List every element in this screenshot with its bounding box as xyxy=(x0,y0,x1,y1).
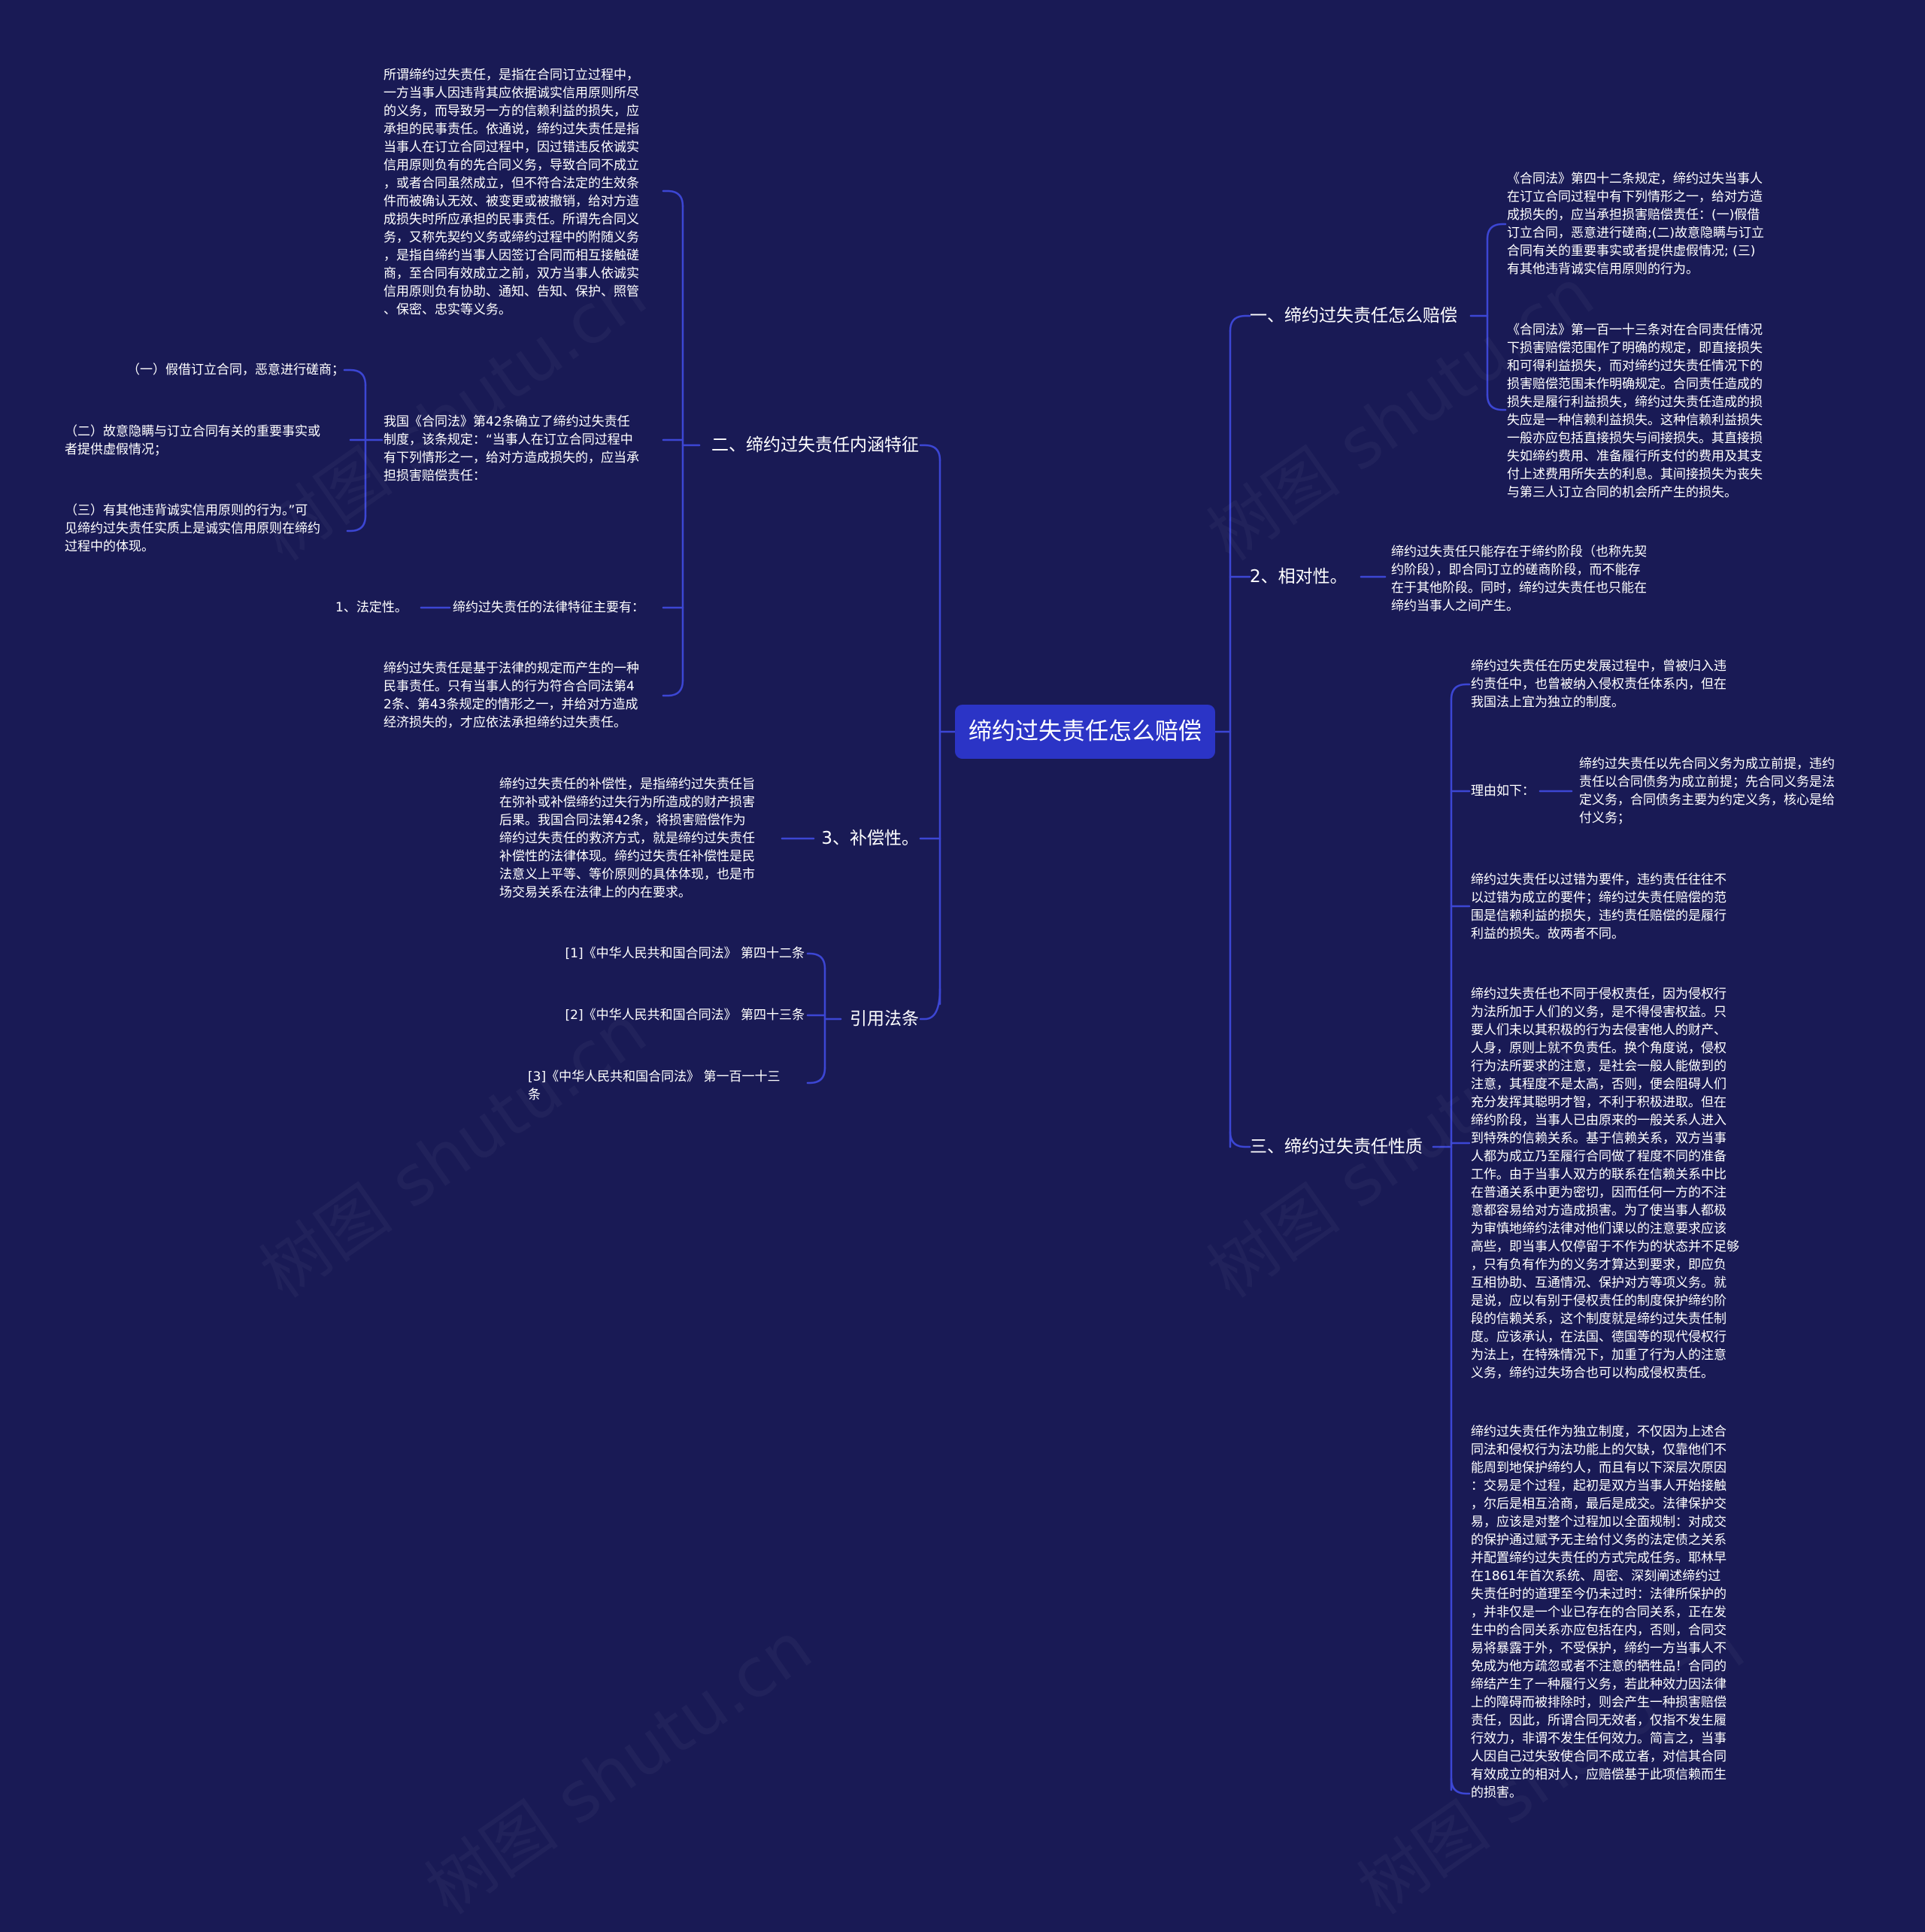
leaf-nature-history: 缔约过失责任在历史发展过程中，曾被归入违 约责任中，也曾被纳入侵权责任体系内，但… xyxy=(1471,659,1726,710)
leaf-citation-1[interactable]: [1]《中华人民共和国合同法》 第四十二条 xyxy=(565,946,805,961)
branch-compensatory[interactable]: 3、补偿性。 xyxy=(821,829,919,848)
branch-connotation[interactable]: 二、缔约过失责任内涵特征 xyxy=(711,435,919,455)
leaf-article-42: 《合同法》第四十二条规定，缔约过失当事人 在订立合同过程中有下列情形之一，给对方… xyxy=(1507,171,1764,277)
leaf-article-42-cn: 我国《合同法》第42条确立了缔约过失责任 制度，该条规定：“当事人在订立合同过程… xyxy=(383,414,639,484)
leaf-fault-requirement: 缔约过失责任以过错为要件，违约责任往往不 以过错为成立的要件；缔约过失责任赔偿的… xyxy=(1471,872,1726,942)
leaf-situation-3: （三）有其他违背诚实信用原则的行为。”可 见缔约过失责任实质上是诚实信用原则在缔… xyxy=(65,503,320,554)
leaf-reason-label[interactable]: 理由如下： xyxy=(1471,784,1535,799)
leaf-situation-1: （一）假借订立合同，恶意进行磋商； xyxy=(127,362,344,378)
leaf-compensatory-text: 缔约过失责任的补偿性，是指缔约过失责任旨 在弥补或补偿缔约过失行为所造成的财产损… xyxy=(499,777,755,900)
connector-lines xyxy=(343,190,1573,1795)
leaf-independent-system: 缔约过失责任作为独立制度，不仅因为上述合 同法和侵权行为法功能上的欠缺，仅靠他们… xyxy=(1471,1424,1726,1800)
leaf-statutory: 1、法定性。 xyxy=(335,600,408,615)
leaf-article-113: 《合同法》第一百一十三条对在合同责任情况 下损害赔偿范围作了明确的规定，即直接损… xyxy=(1507,323,1763,500)
branch-nature[interactable]: 三、缔约过失责任性质 xyxy=(1250,1137,1423,1157)
branch-cited-articles[interactable]: 引用法条 xyxy=(850,1009,919,1029)
branch-relativity[interactable]: 2、相对性。 xyxy=(1250,567,1348,587)
leaf-legal-features: 缔约过失责任的法律特征主要有： xyxy=(453,600,644,615)
leaf-citation-2[interactable]: [2]《中华人民共和国合同法》 第四十三条 xyxy=(565,1008,805,1023)
leaf-relativity-text: 缔约过失责任只能存在于缔约阶段（也称先契 约阶段），即合同订立的磋商阶段，而不能… xyxy=(1391,544,1647,614)
leaf-reason-text: 缔约过失责任以先合同义务为成立前提，违约 责任以合同债务为成立前提；先合同义务是… xyxy=(1579,757,1835,826)
leaf-statutory-text: 缔约过失责任是基于法律的规定而产生的一种 民事责任。只有当事人的行为符合合同法第… xyxy=(383,661,639,730)
leaf-tort-difference: 缔约过失责任也不同于侵权责任，因为侵权行 为法所加于人们的义务，是不得侵害权益。… xyxy=(1471,987,1739,1381)
branch-compensation-method[interactable]: 一、缔约过失责任怎么赔偿 xyxy=(1250,306,1457,326)
leaf-situation-2: （二）故意隐瞒与订立合同有关的重要事实或 者提供虚假情况； xyxy=(65,424,320,457)
leaf-definition: 所谓缔约过失责任，是指在合同订立过程中， 一方当事人因违背其应依据诚实信用原则所… xyxy=(383,68,639,317)
leaf-citation-3[interactable]: [3]《中华人民共和国合同法》 第一百一十三 条 xyxy=(528,1069,781,1102)
root-node[interactable]: 缔约过失责任怎么赔偿 xyxy=(955,705,1215,759)
